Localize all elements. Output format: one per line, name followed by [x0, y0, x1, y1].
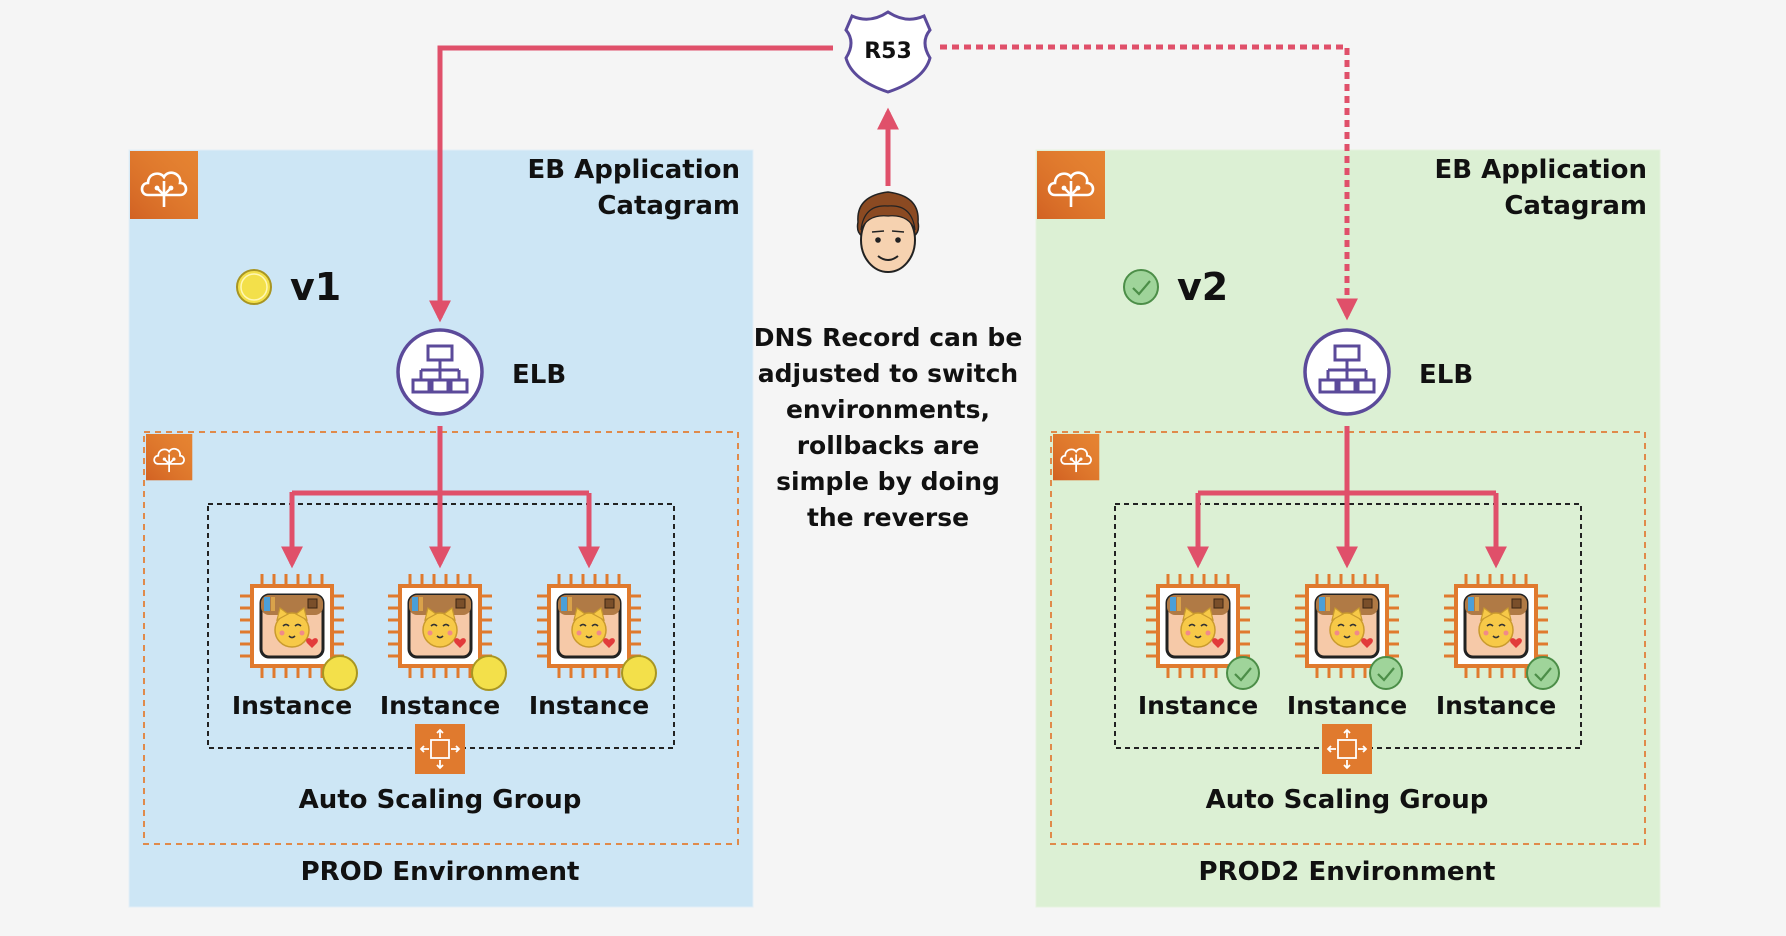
instance-label: Instance: [1138, 691, 1258, 720]
environment-prod2: EB Application Catagram v2 ELB: [1035, 149, 1661, 908]
user-avatar-icon: [856, 191, 920, 273]
dns-note: DNS Record can be adjusted to switch env…: [754, 323, 1023, 532]
version-label: v2: [1177, 265, 1228, 309]
eb-environment-icon: [145, 433, 194, 482]
yellow-circle-icon: [471, 655, 507, 691]
instance-label: Instance: [232, 691, 352, 720]
active-dns-arrow: [428, 45, 833, 323]
elastic-beanstalk-icon: [1035, 149, 1107, 221]
app-title-line2: Catagram: [597, 191, 740, 221]
version-label: v1: [290, 265, 341, 309]
elb-to-instances-arrows: [1186, 426, 1508, 569]
env-label: PROD2 Environment: [1199, 857, 1496, 887]
app-title-line1: EB Application: [1435, 155, 1647, 185]
env-label: PROD Environment: [301, 857, 580, 887]
note-line: adjusted to switch: [758, 359, 1018, 388]
instance-label: Instance: [1436, 691, 1556, 720]
note-line: DNS Record can be: [754, 323, 1023, 352]
green-check-circle-icon: [1226, 656, 1260, 690]
standby-dns-arrow: [940, 44, 1359, 321]
eb-environment-icon: [1052, 433, 1101, 482]
app-title-line2: Catagram: [1504, 191, 1647, 221]
instance-label: Instance: [380, 691, 500, 720]
app-title-line1: EB Application: [528, 155, 740, 185]
elb-icon: [396, 328, 484, 416]
auto-scaling-icon: [1321, 723, 1373, 775]
route53-shield: R53: [844, 10, 932, 94]
instance-label: Instance: [1287, 691, 1407, 720]
auto-scaling-icon: [414, 723, 466, 775]
instance-label: Instance: [529, 691, 649, 720]
green-check-circle-icon: [1526, 656, 1560, 690]
elb-icon: [1303, 328, 1391, 416]
note-line: simple by doing: [776, 467, 1000, 496]
elb-label: ELB: [1419, 360, 1473, 390]
yellow-circle-icon: [322, 655, 358, 691]
green-check-circle-icon: [1369, 656, 1403, 690]
yellow-circle-icon: [236, 269, 272, 305]
auto-scaling-group-box: [1114, 503, 1582, 749]
elb-to-instances-arrows: [280, 426, 601, 569]
note-line: the reverse: [807, 503, 969, 532]
yellow-circle-icon: [621, 655, 657, 691]
green-check-circle-icon: [1123, 269, 1159, 305]
note-line: environments,: [786, 395, 990, 424]
note-line: rollbacks are: [797, 431, 980, 460]
elastic-beanstalk-icon: [128, 149, 200, 221]
yellow-circle-icon-inner: [240, 273, 268, 301]
shield-icon: [844, 10, 932, 94]
route53-label: R53: [864, 39, 912, 64]
elb-label: ELB: [512, 360, 566, 390]
route53-connections: [428, 44, 1359, 323]
asg-label: Auto Scaling Group: [299, 785, 582, 815]
auto-scaling-group-box: [207, 503, 675, 749]
asg-label: Auto Scaling Group: [1206, 785, 1489, 815]
